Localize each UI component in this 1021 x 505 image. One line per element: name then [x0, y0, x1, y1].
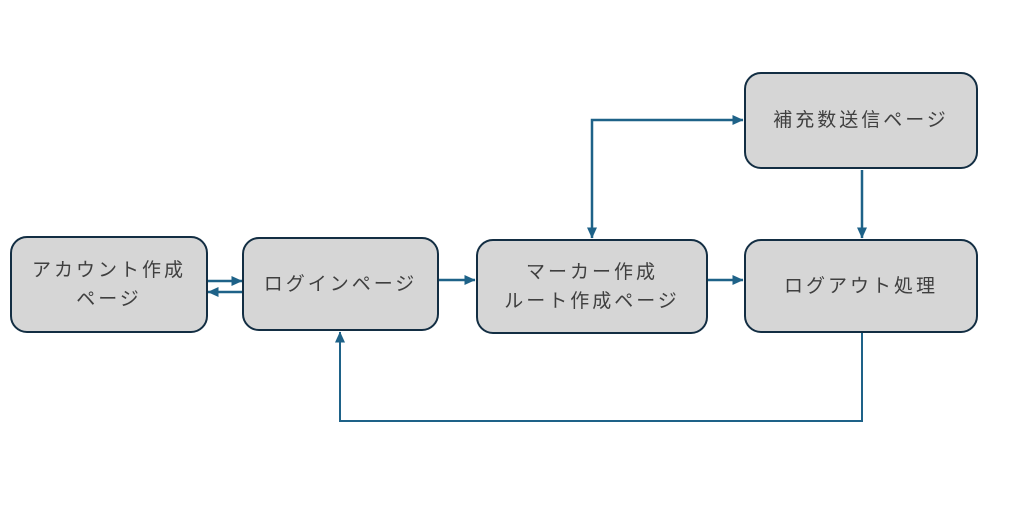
node-label-line: ログアウト処理 — [783, 275, 938, 297]
node-label-line: 補充数送信ページ — [773, 110, 949, 131]
edge-marker-replenish-bidirectional — [587, 115, 744, 239]
node-login-page: ログインページ — [242, 237, 439, 331]
node-label-line: ルート作成ページ — [504, 290, 680, 312]
node-marker-route-creation-page: マーカー作成 ルート作成ページ — [476, 239, 708, 334]
node-account-creation-page: アカウント作成 ページ — [10, 236, 208, 333]
node-label-line: ページ — [76, 288, 142, 310]
node-label-line: アカウント作成 — [31, 259, 186, 281]
node-label-line: ログインページ — [263, 273, 418, 295]
node-replenish-count-send-page: 補充数送信ページ — [744, 72, 978, 169]
node-label-line: マーカー作成 — [525, 261, 658, 283]
edge-logout-to-login-loop — [335, 331, 863, 422]
node-logout-process: ログアウト処理 — [744, 239, 978, 333]
